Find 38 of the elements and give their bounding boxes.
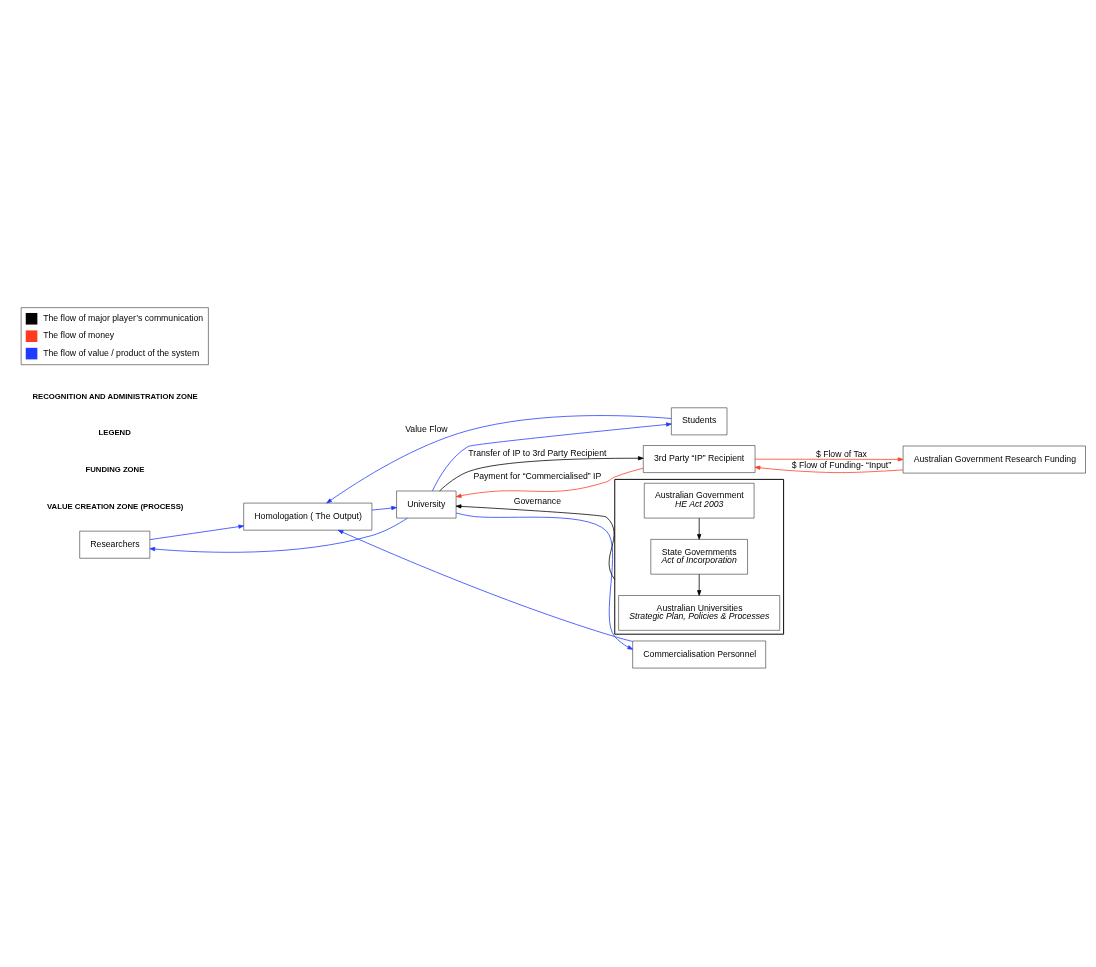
arrow: [697, 517, 702, 540]
edge-label: Governance: [513, 496, 562, 507]
legend-label: The flow of money: [43, 330, 115, 341]
arrow: [371, 506, 397, 511]
node-box: Australian Government Research Funding: [902, 445, 1086, 474]
arrow: [697, 573, 702, 596]
node-box: Students: [671, 407, 728, 436]
node-box: Australian Government HE Act 2003: [644, 483, 755, 519]
node-box: 3rd Party “IP” Recipient: [643, 445, 756, 473]
legend-label: The flow of value / product of the system: [43, 347, 200, 358]
arrow: [455, 467, 644, 498]
edge-label: Payment for “Commercialised” IP: [473, 471, 602, 482]
node-box: University: [396, 490, 457, 519]
arrow: [432, 422, 672, 492]
arrow: [149, 517, 408, 553]
arrow: [337, 529, 633, 642]
node-box: Commercialisation Personnel: [632, 640, 766, 669]
arrow: [455, 512, 634, 650]
label: VALUE CREATION ZONE (PROCESS): [47, 501, 184, 511]
node-box: Homologation ( The Output): [243, 502, 373, 531]
edge-label: Value Flow: [405, 423, 448, 434]
edge-label: $ Flow of Tax: [815, 448, 867, 459]
label: FUNDING ZONE: [85, 465, 145, 475]
legend-label: The flow of major player’s communication: [43, 312, 204, 323]
arrow: [326, 415, 672, 504]
node-box: Australian Universities Strategic Plan, Policies & Processes: [618, 595, 780, 631]
arrow: [455, 504, 616, 580]
edge-label: Transfer of IP to 3rd Party Recipient: [468, 447, 607, 458]
label: LEGEND: [98, 428, 131, 438]
node-box: State Governments Act of Incorporation: [650, 539, 748, 575]
arrow: [439, 456, 644, 492]
node-box: Researchers: [79, 530, 151, 559]
arrow: [149, 524, 245, 540]
arrow: [754, 465, 904, 473]
cluster: [614, 478, 785, 635]
label: RECOGNITION AND ADMINISTRATION ZONE: [32, 391, 198, 401]
arrow: [754, 457, 904, 462]
edge-label: $ Flow of Funding- “Input”: [791, 459, 892, 470]
